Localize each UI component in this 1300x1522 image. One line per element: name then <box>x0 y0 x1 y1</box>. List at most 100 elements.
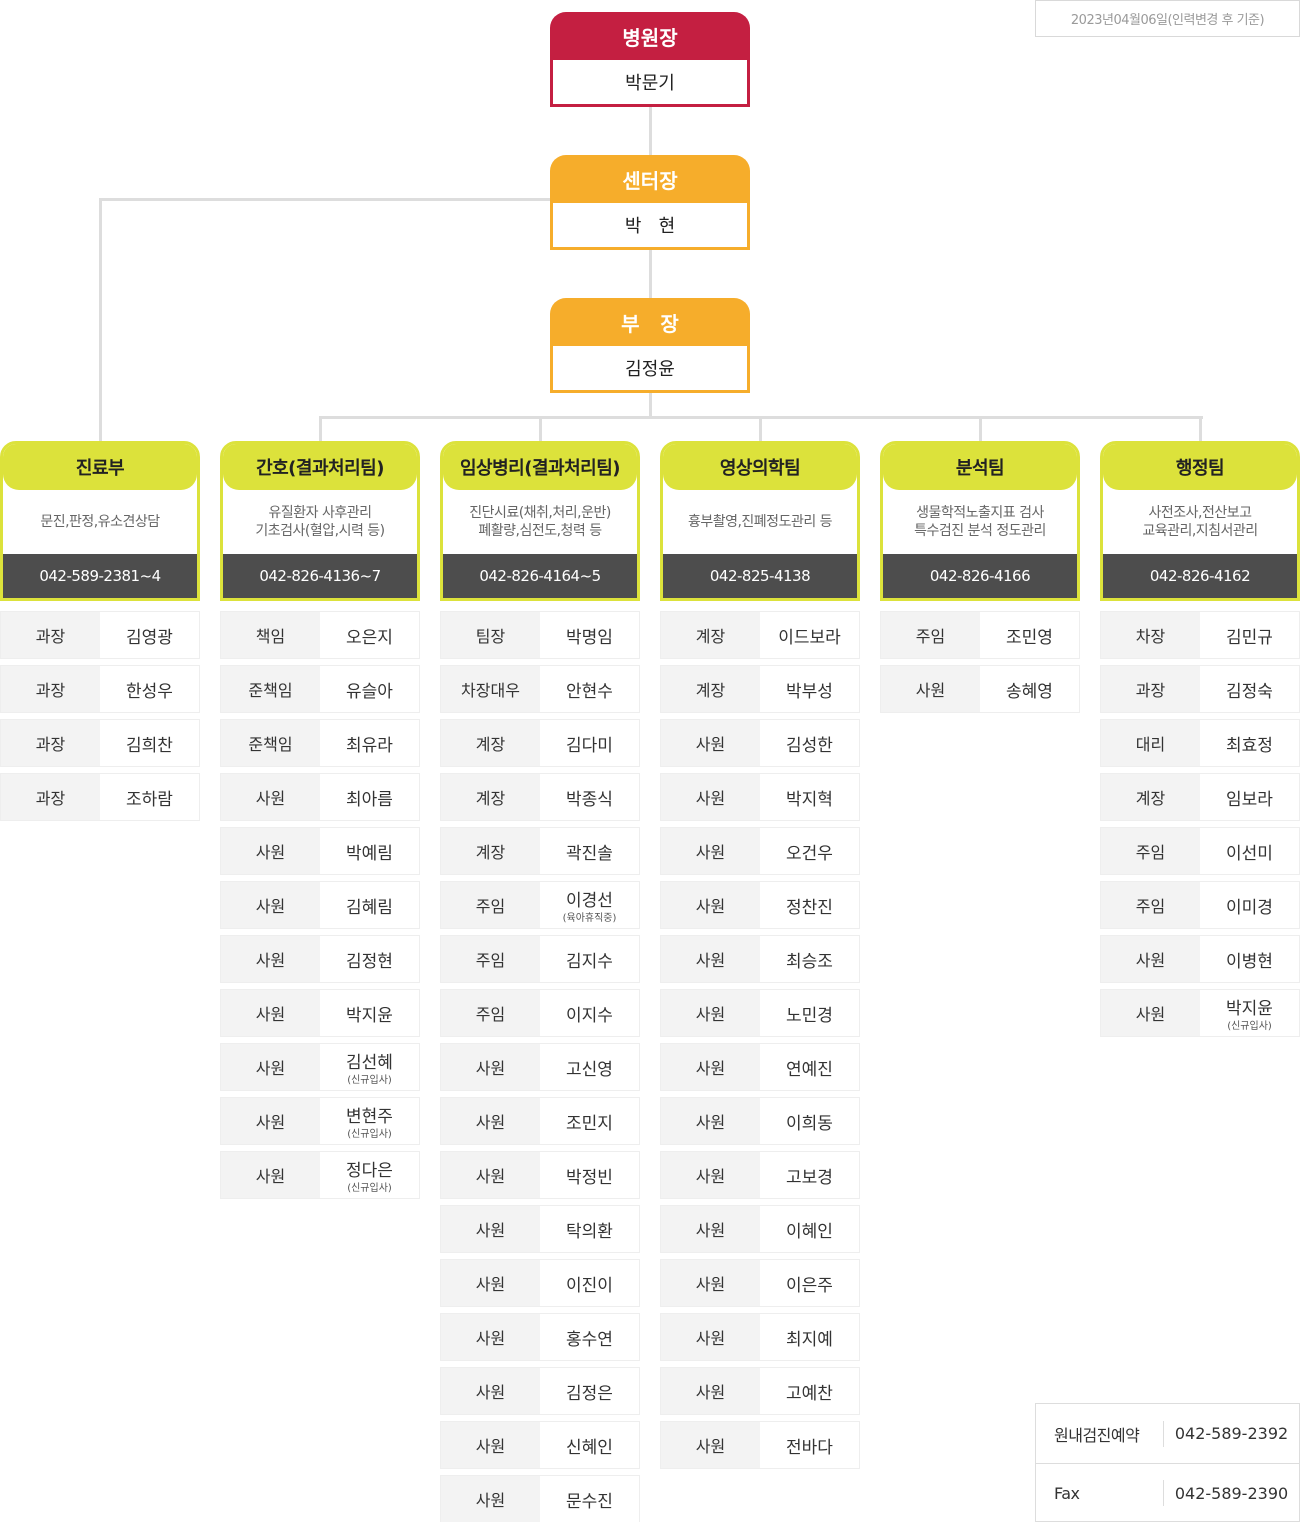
staff-name-cell: 박지윤 <box>320 990 419 1036</box>
staff-position: 사원 <box>1101 990 1200 1036</box>
date-note: 2023년04월06일(인력변경 후 기준) <box>1035 0 1300 37</box>
staff-name: 최승조 <box>786 951 833 972</box>
staff-name: 오건우 <box>786 843 833 864</box>
staff-name-cell: 김민규 <box>1200 612 1299 658</box>
staff-name-cell: 정다은(신규입사) <box>320 1152 419 1198</box>
staff-position: 사원 <box>661 990 760 1036</box>
staff-name-cell: 최승조 <box>760 936 859 982</box>
staff-name-cell: 이드보라 <box>760 612 859 658</box>
staff-name-cell: 김영광 <box>100 612 199 658</box>
staff-name: 정찬진 <box>786 897 833 918</box>
connector-line <box>539 416 542 442</box>
staff-name-cell: 연예진 <box>760 1044 859 1090</box>
staff-position: 사원 <box>221 1098 320 1144</box>
staff-name-cell: 정찬진 <box>760 882 859 928</box>
reservation-phone[interactable]: 042-589-2392 <box>1174 1424 1289 1443</box>
staff-name: 김영광 <box>126 627 173 648</box>
connector-line <box>99 198 102 442</box>
staff-name-cell: 김혜림 <box>320 882 419 928</box>
staff-position: 과장 <box>1 612 100 658</box>
connector-line <box>759 416 762 442</box>
staff-position: 사원 <box>441 1476 540 1522</box>
department-phone[interactable]: 042-826-4166 <box>883 554 1077 598</box>
staff-position: 계장 <box>1101 774 1200 820</box>
department-description-line: 문진,판정,유소견상담 <box>40 514 160 530</box>
staff-name: 이진이 <box>566 1275 613 1296</box>
staff-name-cell: 노민경 <box>760 990 859 1036</box>
staff-position: 계장 <box>441 774 540 820</box>
staff-position: 과장 <box>1 720 100 766</box>
staff-name: 연예진 <box>786 1059 833 1080</box>
staff-position: 사원 <box>221 1044 320 1090</box>
staff-position: 사원 <box>441 1098 540 1144</box>
staff-name: 전바다 <box>786 1437 833 1458</box>
staff-name-cell: 이경선(육아휴직중) <box>540 882 639 928</box>
department-name: 간호(결과처리팀) <box>223 444 417 490</box>
staff-name: 홍수연 <box>566 1329 613 1350</box>
center-head-title: 센터장 <box>550 155 750 203</box>
contact-box: 원내검진예약 042-589-2392 Fax 042-589-2390 <box>1035 1403 1300 1522</box>
staff-note: (신규입사) <box>347 1183 392 1194</box>
staff-position: 사원 <box>661 882 760 928</box>
staff-name-cell: 오건우 <box>760 828 859 874</box>
staff-name: 이은주 <box>786 1275 833 1296</box>
staff-position: 사원 <box>661 1314 760 1360</box>
staff-name-cell: 김선혜(신규입사) <box>320 1044 419 1090</box>
staff-name: 곽진솔 <box>566 843 613 864</box>
staff-position: 대리 <box>1101 720 1200 766</box>
staff-name: 변현주 <box>346 1107 393 1127</box>
staff-row: 사원 정찬진 <box>660 881 860 929</box>
department-phone[interactable]: 042-826-4164~5 <box>443 554 637 598</box>
fax-phone: 042-589-2390 <box>1174 1483 1289 1503</box>
department-phone[interactable]: 042-589-2381~4 <box>3 554 197 598</box>
staff-name: 최지예 <box>786 1329 833 1350</box>
general-manager-title: 부 장 <box>550 298 750 346</box>
department-description-line: 유질환자 사후관리 <box>268 505 373 521</box>
staff-row: 과장 김영광 <box>0 611 200 659</box>
staff-position: 사원 <box>221 774 320 820</box>
fax-label: Fax <box>1036 1480 1164 1506</box>
department-phone[interactable]: 042-826-4162 <box>1103 554 1297 598</box>
staff-position: 사원 <box>441 1422 540 1468</box>
staff-name: 이병현 <box>1226 951 1273 972</box>
department-phone[interactable]: 042-826-4136~7 <box>223 554 417 598</box>
staff-name: 김희찬 <box>126 735 173 756</box>
staff-name: 이미경 <box>1226 897 1273 918</box>
staff-name-cell: 곽진솔 <box>540 828 639 874</box>
staff-name: 박예림 <box>346 843 393 864</box>
director-name: 박문기 <box>550 60 750 107</box>
staff-position: 사원 <box>441 1152 540 1198</box>
staff-name-cell: 조민지 <box>540 1098 639 1144</box>
department-phone[interactable]: 042-825-4138 <box>663 554 857 598</box>
staff-name: 박명임 <box>566 627 613 648</box>
staff-name: 김민규 <box>1226 627 1273 648</box>
staff-position: 계장 <box>441 828 540 874</box>
staff-name: 한성우 <box>126 681 173 702</box>
staff-position: 사원 <box>221 828 320 874</box>
staff-position: 팀장 <box>441 612 540 658</box>
